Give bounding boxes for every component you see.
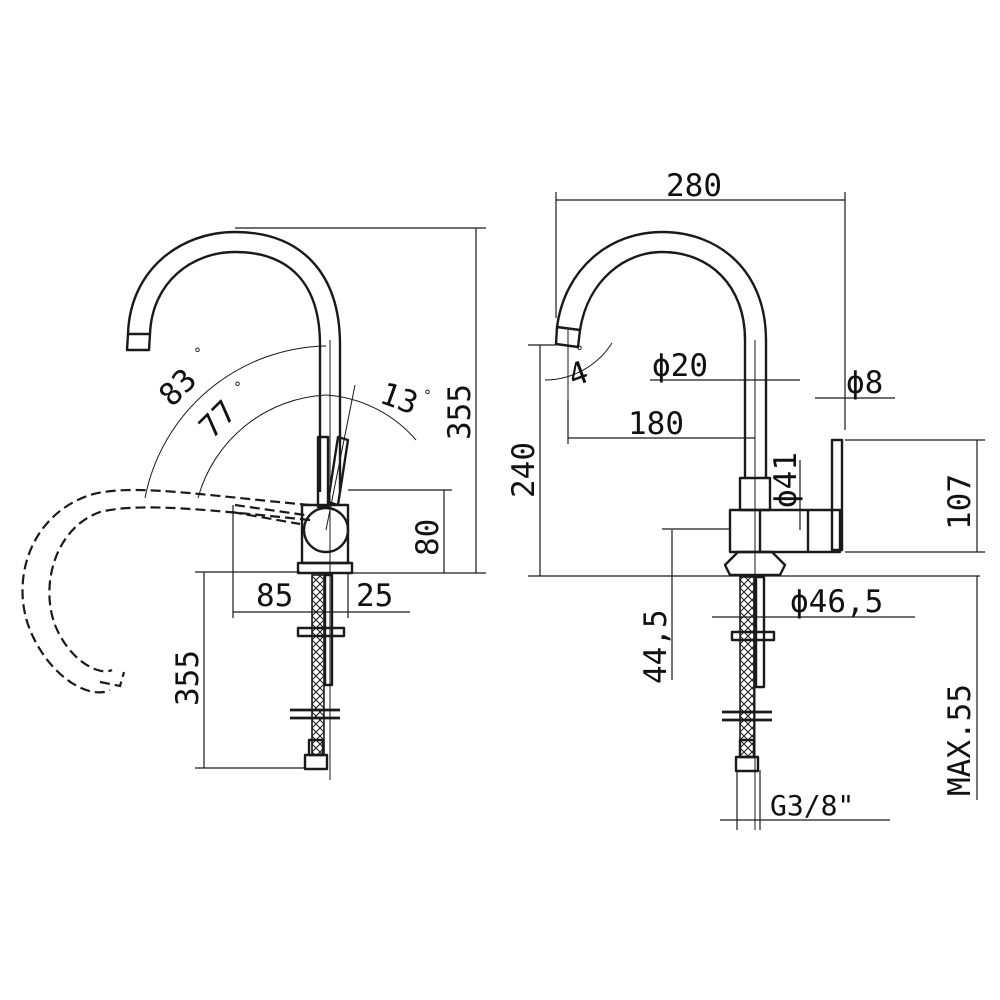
front-view: 280 4 ° ϕ20 ϕ8 180 240 ϕ41 107 ϕ46,5 44,… [506, 168, 985, 830]
label-angle-77: 77 [192, 394, 244, 446]
side-spout-outer [126, 230, 342, 492]
label-height-107: 107 [942, 474, 978, 530]
degree-13: ° [424, 388, 431, 404]
label-height-44-5: 44,5 [638, 609, 674, 684]
label-reach-180: 180 [628, 406, 684, 442]
angle-arc-4 [544, 342, 613, 381]
label-angle-13: 13 [375, 376, 422, 423]
side-washer [296, 626, 346, 638]
angle-arc-77 [197, 394, 327, 499]
side-lever-swung [231, 503, 306, 526]
label-angle-83: 83 [152, 362, 204, 414]
degree-4: ° [576, 344, 583, 360]
side-spout-swung-inner [48, 506, 311, 673]
side-nut [303, 753, 329, 771]
angle-ray-13 [325, 384, 356, 531]
label-width-280: 280 [666, 168, 722, 204]
degree-83: ° [194, 346, 201, 362]
label-height-355: 355 [442, 384, 478, 440]
label-hose-355: 355 [170, 650, 206, 706]
front-nut-cap [738, 738, 756, 759]
side-rod [323, 573, 334, 687]
side-spout-swung-tip [99, 671, 126, 688]
label-diam-20: ϕ20 [652, 348, 708, 384]
label-diam-8: ϕ8 [846, 365, 883, 401]
angle-arc-83 [144, 345, 327, 499]
side-base [296, 561, 354, 575]
side-hose [311, 574, 325, 756]
label-max-55: MAX.55 [942, 684, 978, 796]
front-hose [739, 576, 755, 758]
label-height-240: 240 [506, 442, 542, 498]
side-spout-tip [125, 332, 152, 352]
side-spout-swung-outer [21, 488, 311, 694]
label-diam-41: ϕ41 [768, 452, 804, 508]
front-lever [830, 438, 844, 552]
front-base [723, 550, 787, 577]
front-spout-tip [554, 325, 582, 349]
label-thread: G3/8" [770, 789, 854, 822]
front-spout-outer [555, 230, 768, 478]
label-width-25: 25 [356, 578, 393, 614]
front-spout-inner [578, 250, 747, 478]
angle-arc-13 [325, 394, 417, 441]
side-spout-inner [148, 250, 322, 492]
front-washer [730, 630, 776, 642]
degree-77: ° [234, 380, 241, 396]
label-diam-46-5: ϕ46,5 [790, 584, 883, 620]
label-width-85: 85 [256, 578, 293, 614]
side-view: 83 ° 77 ° 13 ° 355 80 85 25 355 [21, 227, 486, 780]
side-nut-cap [307, 738, 325, 757]
label-height-80: 80 [410, 519, 446, 556]
front-body [728, 508, 842, 554]
